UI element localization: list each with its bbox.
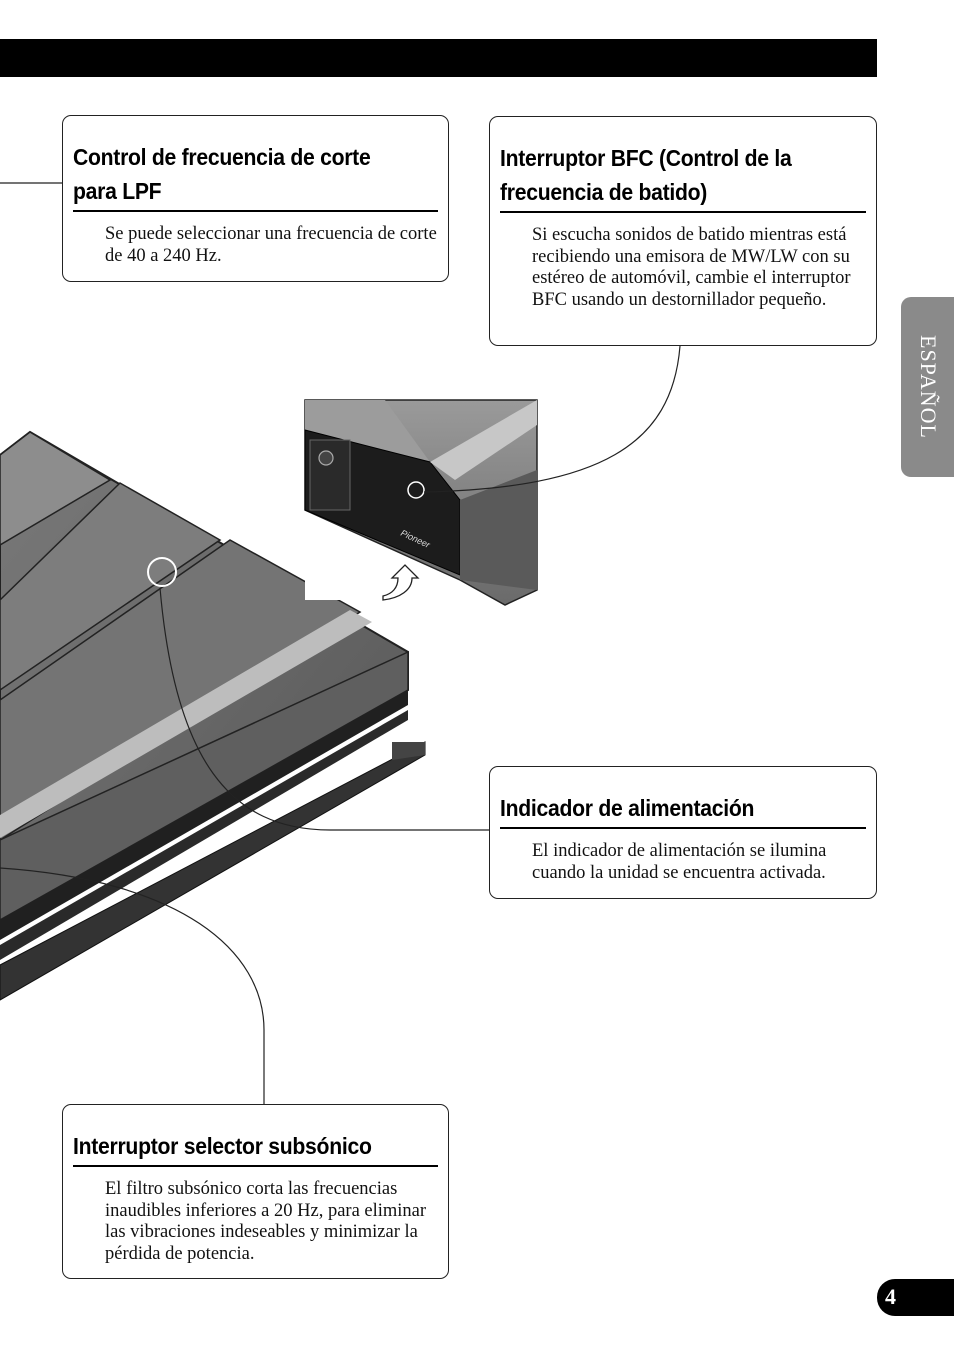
leader-line-subsonic xyxy=(0,867,265,1104)
title-underline xyxy=(500,827,866,829)
leader-lines xyxy=(0,182,681,1104)
callout-title: Control de frecuencia de corte para LPF xyxy=(73,144,371,204)
title-underline xyxy=(73,210,438,212)
page-number: 4 xyxy=(885,1284,896,1309)
leader-line-power xyxy=(159,587,489,831)
leader-line-bfc xyxy=(423,345,681,493)
up-arrow-icon xyxy=(382,564,420,601)
callout-subsonic-switch: Interruptor selector subsónico El filtro… xyxy=(62,1104,449,1279)
language-tab: ESPAÑOL xyxy=(901,297,954,477)
callout-title: Indicador de alimentación xyxy=(500,795,755,821)
language-tab-label: ESPAÑOL xyxy=(915,335,941,439)
callout-title: Interruptor selector subsónico xyxy=(73,1133,372,1159)
title-underline xyxy=(73,1165,438,1167)
amplifier-large-drawing xyxy=(0,430,426,1001)
callout-power-indicator: Indicador de alimentación El indicador d… xyxy=(489,766,877,899)
callout-body: El filtro subsónico corta las frecuencia… xyxy=(105,1179,427,1264)
page-number-badge: 4 xyxy=(877,1279,954,1316)
callout-bfc-switch: Interruptor BFC (Control de la frecuenci… xyxy=(489,116,877,346)
callout-body: Se puede seleccionar una frecuencia de c… xyxy=(105,224,437,266)
callout-title: Interruptor BFC (Control de la frecuenci… xyxy=(500,145,792,205)
callout-body: El indicador de alimentación se ilumina … xyxy=(532,841,827,883)
callout-body: Si escucha sonidos de batido mientras es… xyxy=(532,225,851,310)
callout-lpf-cutoff: Control de frecuencia de corte para LPF … xyxy=(62,115,449,282)
amplifier-small-drawing: Pioneer xyxy=(304,399,538,606)
title-underline xyxy=(500,211,866,213)
header-bar xyxy=(0,39,877,77)
